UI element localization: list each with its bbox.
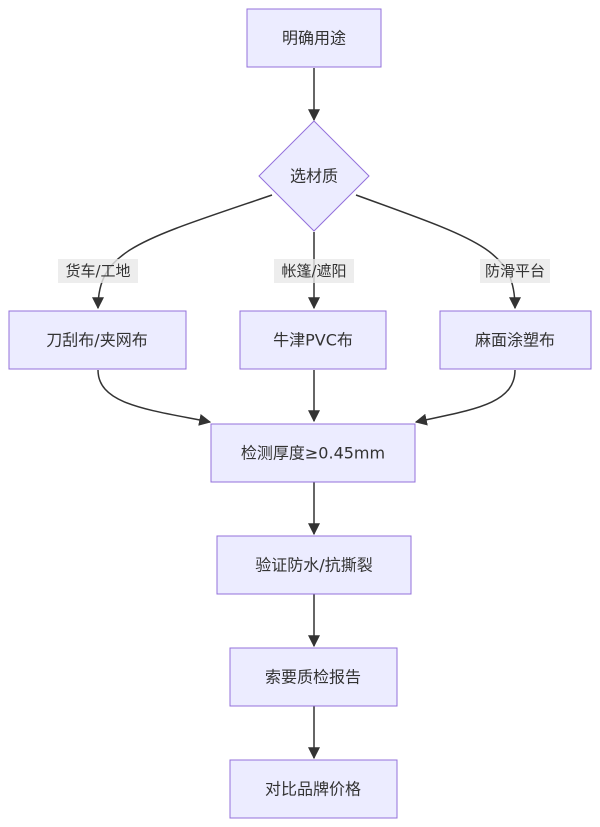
edge-label-truck: 货车/工地 bbox=[58, 259, 138, 283]
node-purpose: 明确用途 bbox=[246, 8, 382, 68]
svg-text:防滑平台: 防滑平台 bbox=[485, 262, 545, 280]
edge-label-platform: 防滑平台 bbox=[480, 259, 550, 283]
node-verify: 验证防水/抗撕裂 bbox=[216, 535, 412, 595]
svg-text:货车/工地: 货车/工地 bbox=[65, 262, 130, 280]
node-matte: 麻面涂塑布 bbox=[439, 310, 592, 370]
edge-knife-thickness bbox=[97, 369, 212, 426]
svg-text:检测厚度≥0.45mm: 检测厚度≥0.45mm bbox=[241, 444, 385, 463]
svg-text:帐篷/遮阳: 帐篷/遮阳 bbox=[281, 262, 346, 280]
node-oxford: 牛津PVC布 bbox=[239, 310, 387, 370]
svg-text:索要质检报告: 索要质检报告 bbox=[265, 668, 361, 687]
svg-text:选材质: 选材质 bbox=[290, 167, 338, 186]
svg-text:牛津PVC布: 牛津PVC布 bbox=[273, 331, 353, 350]
node-knife: 刀刮布/夹网布 bbox=[8, 310, 187, 370]
svg-text:麻面涂塑布: 麻面涂塑布 bbox=[475, 331, 555, 350]
svg-text:对比品牌价格: 对比品牌价格 bbox=[265, 780, 361, 799]
node-thickness: 检测厚度≥0.45mm bbox=[210, 423, 416, 483]
svg-text:明确用途: 明确用途 bbox=[282, 29, 346, 48]
edge-label-tent: 帐篷/遮阳 bbox=[274, 259, 354, 283]
node-compare: 对比品牌价格 bbox=[229, 759, 398, 819]
node-report: 索要质检报告 bbox=[229, 647, 398, 707]
svg-text:验证防水/抗撕裂: 验证防水/抗撕裂 bbox=[255, 556, 372, 575]
edge-material-knife bbox=[92, 194, 273, 310]
edge-matte-thickness bbox=[414, 369, 516, 426]
edge-material-matte bbox=[355, 194, 521, 310]
node-material: 选材质 bbox=[258, 120, 370, 232]
svg-text:刀刮布/夹网布: 刀刮布/夹网布 bbox=[46, 331, 147, 350]
